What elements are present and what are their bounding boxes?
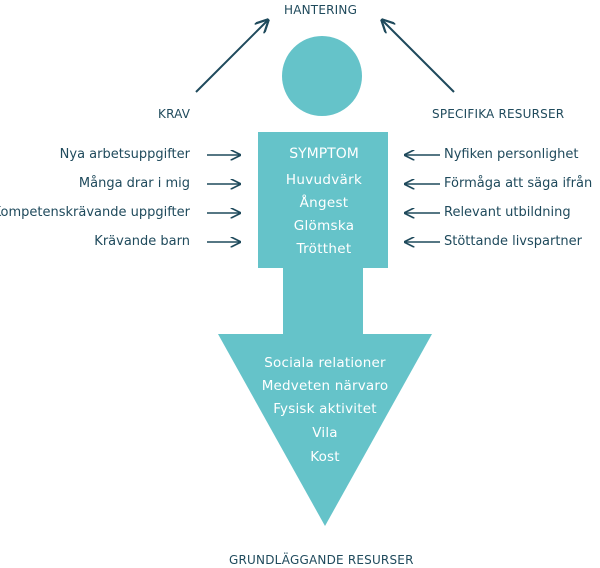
basic-resource-item: Vila (312, 425, 338, 441)
basic-resource-item: Sociala relationer (264, 355, 386, 371)
demand-item: Många drar i mig (78, 176, 190, 191)
demand-item: Krävande barn (94, 234, 190, 249)
heading-grundlaggande-resurser: GRUNDLÄGGANDE RESURSER (229, 553, 414, 567)
krav-to-hantering-arrow (195, 20, 268, 93)
resurser-to-hantering-arrow (382, 20, 455, 93)
demand-item: Kompetenskrävande uppgifter (0, 205, 190, 220)
figure-body (258, 132, 388, 268)
specific-resource-item: Stöttande livspartner (444, 234, 583, 249)
specific-resource-item: Förmåga att säga ifrån (444, 176, 593, 191)
heading-specifika-resurser: SPECIFIKA RESURSER (432, 107, 565, 121)
specific-resource-item: Nyfiken personlighet (444, 147, 579, 162)
figure-arrow-head (218, 334, 432, 526)
demand-item: Nya arbetsuppgifter (59, 147, 190, 162)
figure-neck-stem (283, 266, 363, 338)
figure-head (282, 36, 362, 116)
basic-resource-item: Fysisk aktivitet (273, 401, 377, 417)
specific-resource-item: Relevant utbildning (444, 205, 571, 220)
basic-resource-item: Kost (310, 449, 340, 465)
symptom-item: Trötthet (296, 241, 352, 257)
symptom-item: Glömska (293, 218, 355, 234)
heading-krav: KRAV (158, 107, 191, 121)
symptom-item: Huvudvärk (285, 172, 363, 188)
symptoms-title: SYMPTOM (289, 146, 359, 162)
symptom-item: Ångest (299, 195, 349, 211)
heading-hantering: HANTERING (284, 3, 358, 17)
basic-resource-item: Medveten närvaro (261, 378, 389, 394)
